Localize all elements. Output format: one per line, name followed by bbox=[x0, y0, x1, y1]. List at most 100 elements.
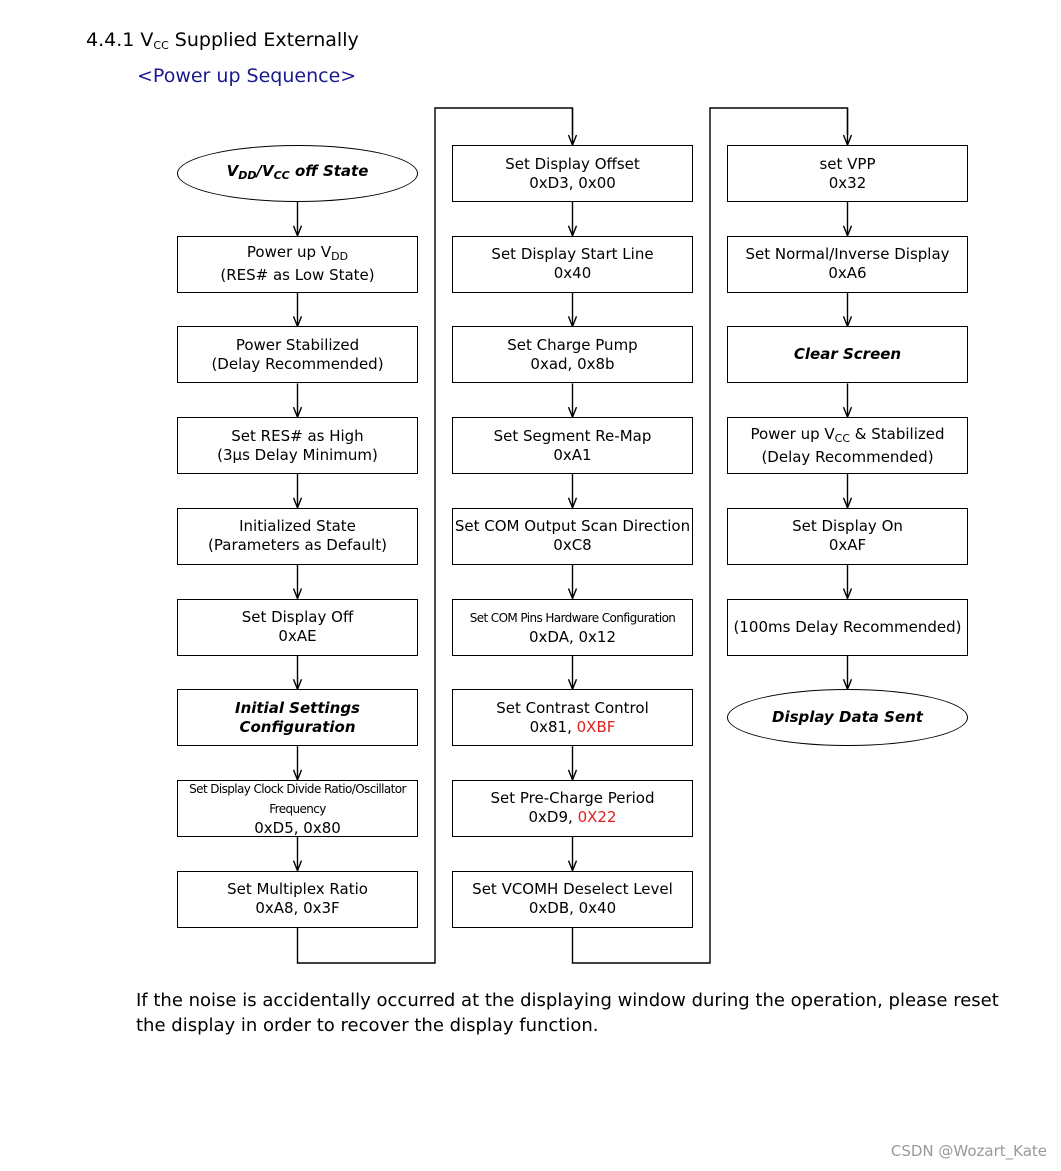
note-paragraph: If the noise is accidentally occurred at… bbox=[136, 990, 999, 1036]
step-text: Clear Screen bbox=[793, 345, 902, 364]
flow-connectors bbox=[292, 107, 853, 964]
step-line: set VPP bbox=[819, 155, 875, 174]
step-line: Set COM Pins Hardware Configuration bbox=[470, 608, 676, 628]
step-text: Set Segment Re-Map bbox=[493, 426, 652, 445]
step-line: 0xD5, 0x80 bbox=[254, 819, 341, 838]
step-line: Set Display Clock Divide Ratio/Oscillato… bbox=[178, 779, 417, 819]
step-text: Set Charge Pump bbox=[507, 335, 638, 354]
step-line: Initialized State bbox=[239, 517, 356, 536]
step-text: Set VCOMH Deselect Level bbox=[472, 880, 673, 899]
step-text: (Delay Recommended) bbox=[761, 447, 934, 466]
step-text: CC bbox=[834, 431, 851, 445]
step-text: 0xAF bbox=[828, 536, 867, 555]
flow-step: Set Display Clock Divide Ratio/Oscillato… bbox=[177, 779, 418, 838]
step-text: Power up V bbox=[246, 243, 332, 262]
step-line: 0xA6 bbox=[828, 264, 866, 283]
flow-step: Power up VCC & Stabilized(Delay Recommen… bbox=[727, 417, 968, 475]
step-line: Set Charge Pump bbox=[507, 336, 637, 355]
step-line: 0xad, 0x8b bbox=[530, 355, 614, 374]
step-text: 0xDB, 0x40 bbox=[528, 899, 617, 918]
step-text: Set Normal/Inverse Display bbox=[745, 245, 950, 264]
step-text: set VPP bbox=[819, 154, 876, 173]
step-text: (RES# as Low State) bbox=[220, 266, 375, 285]
step-text: 0xA1 bbox=[553, 445, 592, 464]
step-text: off State bbox=[289, 162, 369, 180]
step-line: Initial Settings bbox=[235, 699, 360, 718]
step-line: Set RES# as High bbox=[231, 427, 363, 446]
step-text: 0x32 bbox=[828, 173, 867, 192]
step-line: Power Stabilized bbox=[236, 336, 359, 355]
step-line: 0xAE bbox=[278, 627, 316, 646]
step-text: Set Display Clock Divide Ratio/Oscillato… bbox=[189, 781, 406, 816]
step-line: 0xDA, 0x12 bbox=[529, 628, 616, 647]
flow-step: (100ms Delay Recommended) bbox=[727, 598, 968, 656]
step-line: Set VCOMH Deselect Level bbox=[472, 880, 673, 899]
step-text: 0xD3, 0x00 bbox=[529, 173, 616, 192]
step-line: 0xDB, 0x40 bbox=[529, 899, 616, 918]
step-line: Set Multiplex Ratio bbox=[227, 880, 368, 899]
step-text: Set COM Pins Hardware Configuration bbox=[469, 610, 676, 625]
step-line: 0xD3, 0x00 bbox=[529, 174, 616, 193]
step-line: 0x81, 0XBF bbox=[530, 718, 616, 737]
step-line: Set Display Offset bbox=[505, 155, 640, 174]
step-text: CC bbox=[273, 169, 290, 182]
step-text: 0XBF bbox=[576, 717, 616, 736]
step-line: (Delay Recommended) bbox=[761, 448, 933, 467]
heading-text-suffix: Supplied Externally bbox=[168, 29, 359, 51]
step-text: 0xA8, 0x3F bbox=[255, 899, 340, 918]
step-text: Initialized State bbox=[239, 517, 356, 536]
step-line: 0xD9, 0X22 bbox=[529, 808, 617, 827]
step-text: DD bbox=[238, 169, 257, 182]
step-text: (Parameters as Default) bbox=[208, 536, 387, 555]
heading-subscript: CC bbox=[153, 39, 169, 52]
step-text: Set COM Output Scan Direction bbox=[454, 517, 691, 536]
flow-terminal: VDD/VCC off State bbox=[177, 145, 418, 202]
step-line: Set Display On bbox=[792, 517, 903, 536]
step-text: Set Contrast Control bbox=[496, 698, 649, 717]
flow-step: Clear Screen bbox=[727, 326, 968, 384]
step-text: & Stabilized bbox=[850, 424, 945, 443]
step-line: 0xA8, 0x3F bbox=[255, 899, 339, 918]
step-text: Configuration bbox=[239, 717, 356, 736]
flow-step: Power Stabilized(Delay Recommended) bbox=[177, 326, 418, 384]
step-text: 0xad, 0x8b bbox=[530, 354, 615, 373]
step-line: Set Segment Re-Map bbox=[494, 427, 652, 446]
flow-terminal: Display Data Sent bbox=[727, 689, 968, 747]
step-text: V bbox=[226, 162, 239, 180]
step-line: Set Pre-Charge Period bbox=[490, 789, 654, 808]
subheading: <Power up Sequence> bbox=[137, 65, 357, 87]
watermark: CSDN @Wozart_Kate bbox=[890, 1142, 1047, 1160]
step-text: Power Stabilized bbox=[235, 335, 360, 354]
step-line: (RES# as Low State) bbox=[220, 266, 374, 285]
step-line: (Delay Recommended) bbox=[211, 355, 383, 374]
step-line: Set Normal/Inverse Display bbox=[745, 245, 949, 264]
step-line: Set Display Start Line bbox=[491, 245, 653, 264]
step-line: VDD/VCC off State bbox=[227, 162, 369, 185]
step-text: Set RES# as High bbox=[231, 426, 364, 445]
step-text: 0xC8 bbox=[553, 536, 592, 555]
section-heading: 4.4.1 VCC Supplied Externally bbox=[86, 29, 359, 52]
step-text: 0xD9, bbox=[528, 808, 578, 827]
step-line: Display Data Sent bbox=[772, 708, 923, 727]
step-text: 0xA6 bbox=[828, 264, 867, 283]
step-text: 0xD5, 0x80 bbox=[254, 818, 341, 837]
step-line: Set Contrast Control bbox=[496, 699, 648, 718]
step-line: Configuration bbox=[239, 718, 355, 737]
step-text: Set Display On bbox=[792, 517, 903, 536]
step-line: Power up VDD bbox=[247, 243, 348, 266]
flow-step: Initialized State(Parameters as Default) bbox=[177, 507, 418, 565]
step-text: Set Display Off bbox=[241, 608, 354, 626]
step-text: (100ms Delay Recommended) bbox=[733, 617, 962, 636]
step-text: Initial Settings bbox=[234, 698, 360, 717]
step-text: 0x40 bbox=[553, 264, 592, 283]
step-line: (Parameters as Default) bbox=[208, 536, 387, 555]
